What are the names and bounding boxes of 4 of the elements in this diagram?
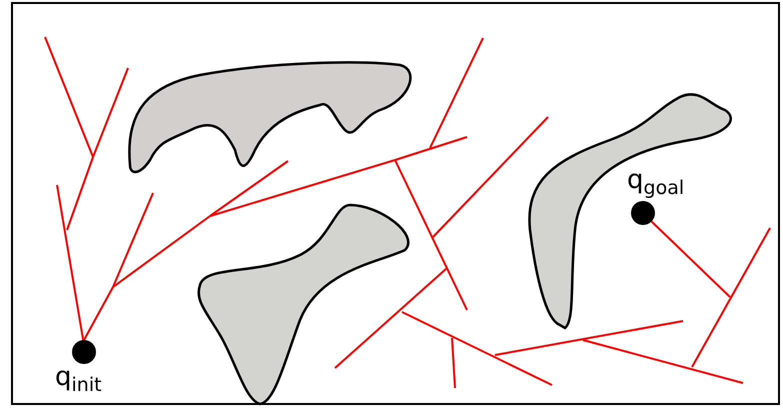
point-label: q$_{init}$ (55, 364, 102, 396)
point-label: q$_{goal}$ (627, 167, 684, 198)
point-dot (72, 340, 96, 364)
point-dot (631, 201, 655, 225)
